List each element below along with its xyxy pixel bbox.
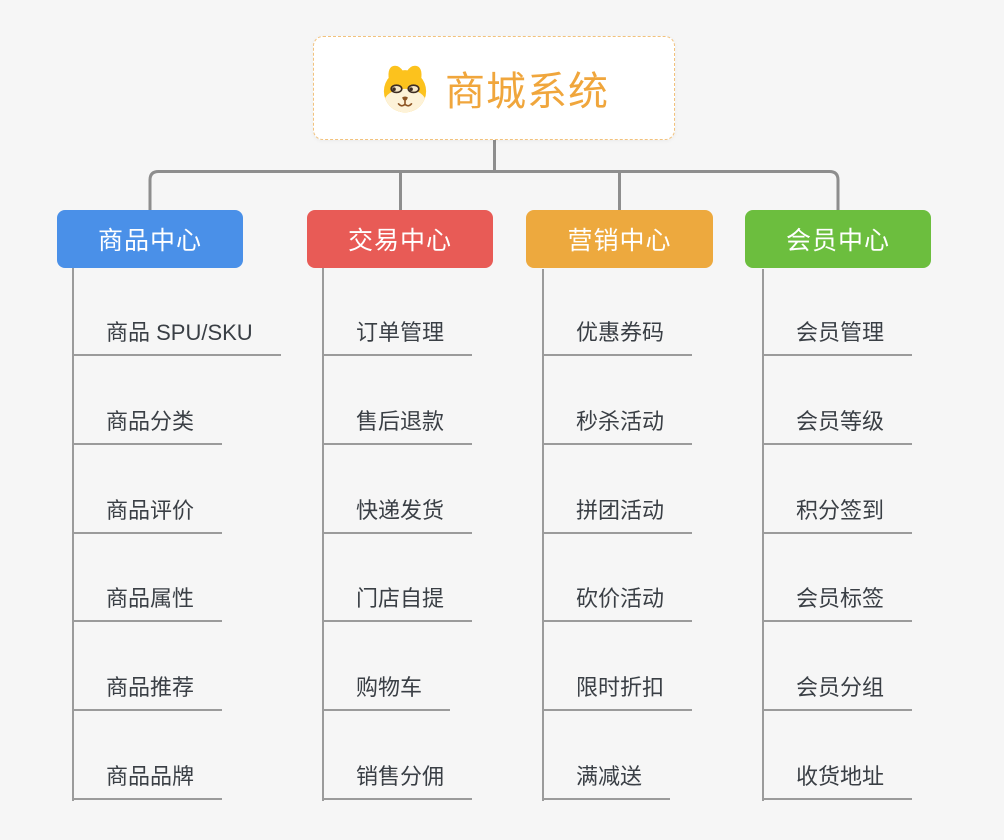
branch-node-marketing-center[interactable]: 营销中心 <box>526 210 713 268</box>
mindmap-item[interactable]: 优惠券码 <box>543 319 693 356</box>
mindmap-item[interactable]: 快递发货 <box>323 497 473 534</box>
mindmap-item[interactable]: 收货地址 <box>763 763 913 800</box>
mindmap-item[interactable]: 会员分组 <box>763 674 913 711</box>
mindmap-item[interactable]: 满减送 <box>543 763 671 800</box>
mindmap-item[interactable]: 积分签到 <box>763 497 913 534</box>
branch-node-member-center[interactable]: 会员中心 <box>745 210 931 268</box>
branch-label: 交易中心 <box>347 227 452 255</box>
mindmap-item[interactable]: 会员管理 <box>763 319 913 356</box>
root-title: 商城系统 <box>445 70 609 114</box>
mindmap-item[interactable]: 订单管理 <box>323 319 473 356</box>
mindmap-item[interactable]: 购物车 <box>323 674 451 711</box>
mindmap-item[interactable]: 商品评价 <box>73 497 223 534</box>
mindmap-item[interactable]: 限时折扣 <box>543 674 693 711</box>
mindmap-item[interactable]: 会员标签 <box>763 585 913 622</box>
mindmap-item[interactable]: 拼团活动 <box>543 497 693 534</box>
branch-label: 商品中心 <box>97 227 202 255</box>
mindmap-item[interactable]: 门店自提 <box>323 585 473 622</box>
mindmap-item[interactable]: 商品分类 <box>73 408 223 445</box>
mindmap-item[interactable]: 商品属性 <box>73 585 223 622</box>
mindmap-item[interactable]: 秒杀活动 <box>543 408 693 445</box>
dog-face-icon <box>383 65 427 113</box>
branch-label: 营销中心 <box>567 227 672 255</box>
branch-node-trade-center[interactable]: 交易中心 <box>307 210 493 268</box>
branch-label: 会员中心 <box>785 227 890 255</box>
mindmap-item[interactable]: 砍价活动 <box>543 585 693 622</box>
mindmap-item[interactable]: 商品推荐 <box>73 674 223 711</box>
mindmap-item[interactable]: 商品 SPU/SKU <box>73 319 281 356</box>
mindmap-item[interactable]: 商品品牌 <box>73 763 223 800</box>
root-node[interactable]: 商城系统 <box>313 36 675 140</box>
mindmap-item[interactable]: 销售分佣 <box>323 763 473 800</box>
mindmap-item[interactable]: 售后退款 <box>323 408 473 445</box>
mindmap-item[interactable]: 会员等级 <box>763 408 913 445</box>
branch-node-product-center[interactable]: 商品中心 <box>57 210 243 268</box>
